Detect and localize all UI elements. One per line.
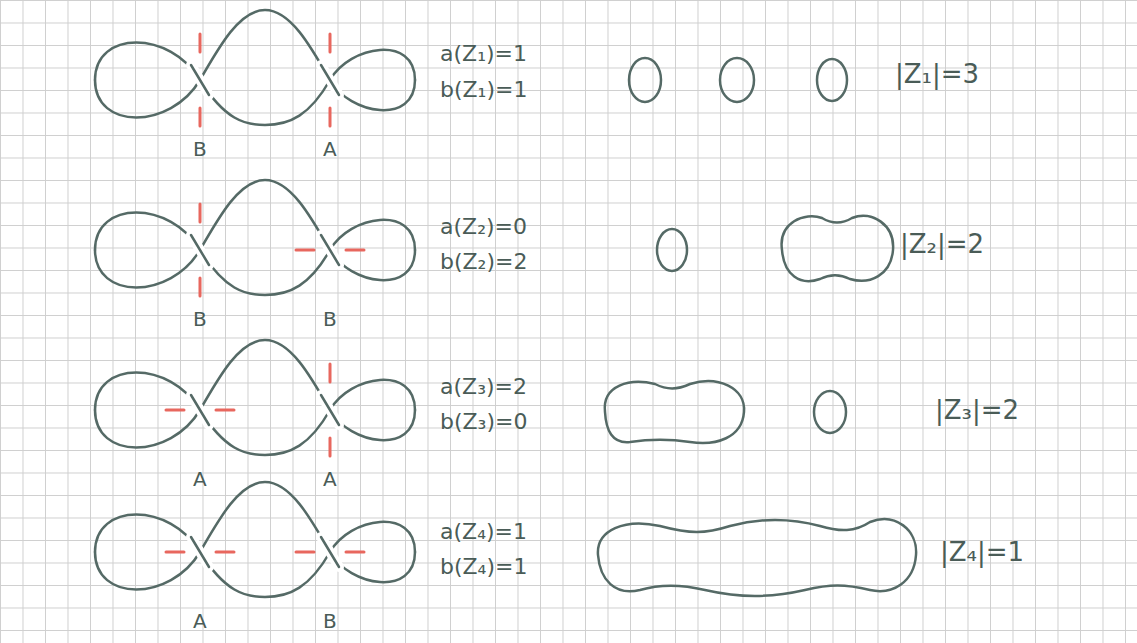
smoothing-count: a(Z₁)=1 [440, 42, 527, 66]
smoothing-count: b(Z₁)=1 [440, 78, 527, 102]
smoothing-count: b(Z₂)=2 [440, 250, 527, 274]
crossing-label: B [323, 610, 337, 632]
smoothing-count: a(Z₃)=2 [440, 375, 527, 399]
state-size: |Z₁|=3 [895, 60, 979, 89]
crossing-label: B [323, 308, 337, 330]
state-size: |Z₃|=2 [935, 396, 1019, 425]
state-size: |Z₂|=2 [900, 230, 984, 259]
crossing-label: A [323, 138, 337, 160]
smoothing-count: a(Z₄)=1 [440, 520, 527, 544]
crossing-label: A [193, 468, 207, 490]
crossing-label: A [193, 610, 207, 632]
crossing-label: B [193, 138, 207, 160]
smoothing-count: b(Z₄)=1 [440, 555, 527, 579]
smoothing-count: a(Z₂)=0 [440, 215, 527, 239]
crossing-label: B [193, 308, 207, 330]
state-size: |Z₄|=1 [940, 538, 1024, 567]
smoothing-count: b(Z₃)=0 [440, 410, 527, 434]
crossing-label: A [323, 468, 337, 490]
